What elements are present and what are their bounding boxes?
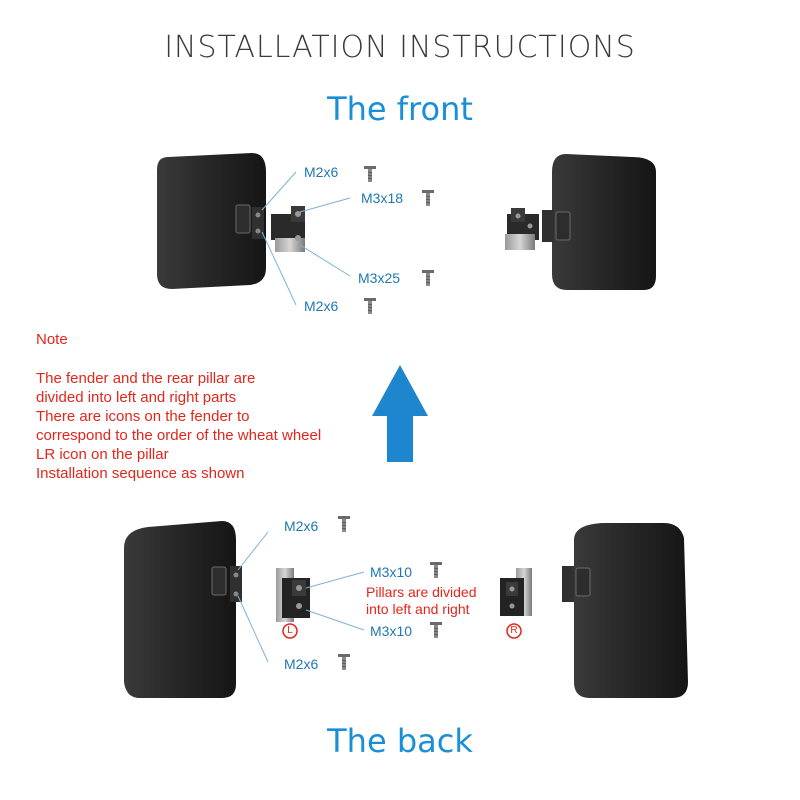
screw-icon — [337, 515, 351, 533]
front-right-fender — [542, 154, 656, 290]
note-line: LR icon on the pillar — [36, 446, 169, 463]
note-line: There are icons on the fender to — [36, 408, 250, 425]
right-marker-ring — [506, 623, 522, 639]
note-heading: Note — [36, 331, 68, 348]
back-m3x10-top-label: M3x10 — [370, 564, 413, 580]
note-line: The fender and the rear pillar are — [36, 370, 256, 387]
back-left-fender — [124, 521, 242, 698]
note-line: correspond to the order of the wheat whe… — [36, 427, 322, 444]
back-bottom-m2x6-label: M2x6 — [284, 656, 319, 672]
front-left-bracket — [271, 206, 305, 252]
front-right-bracket — [505, 208, 539, 250]
left-marker: L — [287, 625, 293, 636]
screw-icon — [337, 653, 351, 671]
back-left-pillar — [276, 568, 310, 622]
page-title: INSTALLATION INSTRUCTIONS — [164, 30, 636, 65]
front-top-m2x6-label: M2x6 — [304, 164, 339, 180]
front-m3x25-label: M3x25 — [358, 270, 401, 286]
screw-icon — [363, 297, 377, 315]
note-line: Installation sequence as shown — [36, 465, 245, 482]
front-bottom-m2x6-label: M2x6 — [304, 298, 339, 314]
note-body: The fender and the rear pillar are divid… — [36, 369, 321, 483]
front-leader-lines — [261, 171, 351, 306]
back-m3x10-bottom-label: M3x10 — [370, 623, 413, 639]
note-line: divided into left and right parts — [36, 389, 237, 406]
screw-icon — [429, 621, 443, 639]
up-arrow-icon — [372, 365, 428, 462]
screw-icon — [363, 165, 377, 183]
back-heading: The back — [327, 722, 473, 760]
front-m3x18-label: M3x18 — [361, 190, 404, 206]
screw-icon — [421, 189, 435, 207]
pillar-note-line: Pillars are divided — [366, 584, 477, 600]
pillar-note-line: into left and right — [366, 601, 470, 617]
back-right-fender — [562, 523, 688, 698]
front-left-fender — [157, 153, 266, 289]
back-leader-lines — [237, 531, 365, 663]
left-marker-ring — [282, 623, 298, 639]
pillar-note: Pillars are divided into left and right — [366, 584, 477, 618]
right-marker: R — [510, 625, 518, 636]
back-right-pillar — [500, 568, 532, 616]
front-heading: The front — [327, 90, 473, 128]
screw-icon — [429, 561, 443, 579]
screw-icon — [421, 269, 435, 287]
back-top-m2x6-label: M2x6 — [284, 518, 319, 534]
